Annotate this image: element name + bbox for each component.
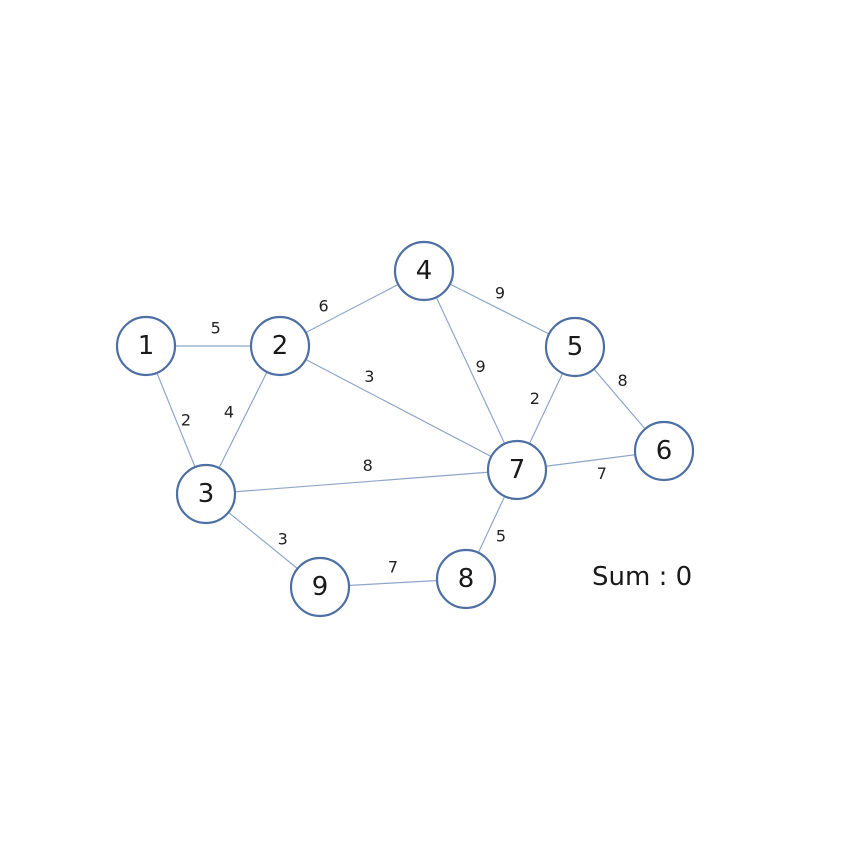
node-8: 8: [435, 548, 497, 610]
edge-weight-1-2: 5: [211, 319, 221, 338]
node-label-5: 5: [567, 332, 584, 362]
node-circle-7: [486, 439, 548, 501]
node-2: 2: [249, 315, 311, 377]
sum-separator: :: [650, 562, 676, 592]
edge-weight-7-8: 5: [496, 526, 506, 545]
node-3: 3: [175, 463, 237, 525]
edge-3-7: [205, 469, 518, 495]
edge-2-7: [279, 345, 518, 471]
weights-layer: 5 2 4 6 3 9 9 2 8 7 8 3 7 5: [181, 284, 628, 577]
node-6: 6: [633, 420, 695, 482]
edges-layer: [145, 270, 665, 588]
edge-weight-4-7: 9: [476, 357, 486, 376]
edge-weight-4-5: 9: [495, 284, 505, 303]
edge-4-7: [423, 270, 518, 471]
node-circle-8: [435, 548, 497, 610]
node-label-6: 6: [656, 436, 673, 466]
node-label-8: 8: [458, 564, 475, 594]
nodes-layer: 1 2 3 4 5 6 7 8 9: [115, 240, 695, 618]
edge-weight-2-7: 3: [364, 367, 374, 386]
node-1: 1: [115, 315, 177, 377]
node-circle-3: [175, 463, 237, 525]
sum-value: 0: [675, 562, 693, 592]
node-circle-9: [289, 556, 351, 618]
node-7: 7: [486, 439, 548, 501]
node-4: 4: [393, 240, 455, 302]
node-5: 5: [544, 316, 606, 378]
sum-readout: Sum : 0: [592, 562, 692, 592]
node-circle-5: [544, 316, 606, 378]
node-9: 9: [289, 556, 351, 618]
edge-weight-1-3: 2: [181, 411, 191, 430]
node-circle-6: [633, 420, 695, 482]
edge-weight-7-6: 7: [597, 464, 607, 483]
edge-weight-2-4: 6: [319, 297, 329, 316]
edge-weight-9-8: 7: [388, 558, 398, 577]
edge-weight-3-7: 8: [363, 456, 373, 475]
node-circle-1: [115, 315, 177, 377]
edge-weight-2-3: 4: [224, 403, 234, 422]
node-label-3: 3: [198, 479, 215, 509]
sum-label: Sum: [592, 562, 651, 592]
node-circle-2: [249, 315, 311, 377]
node-label-9: 9: [312, 572, 329, 602]
node-circle-4: [393, 240, 455, 302]
edge-weight-5-6: 8: [618, 371, 628, 390]
node-label-7: 7: [509, 455, 526, 485]
node-label-1: 1: [138, 331, 155, 361]
node-label-4: 4: [416, 256, 433, 286]
edge-weight-5-7: 2: [530, 389, 540, 408]
edge-weight-3-9: 3: [278, 530, 288, 549]
node-label-2: 2: [272, 331, 289, 361]
